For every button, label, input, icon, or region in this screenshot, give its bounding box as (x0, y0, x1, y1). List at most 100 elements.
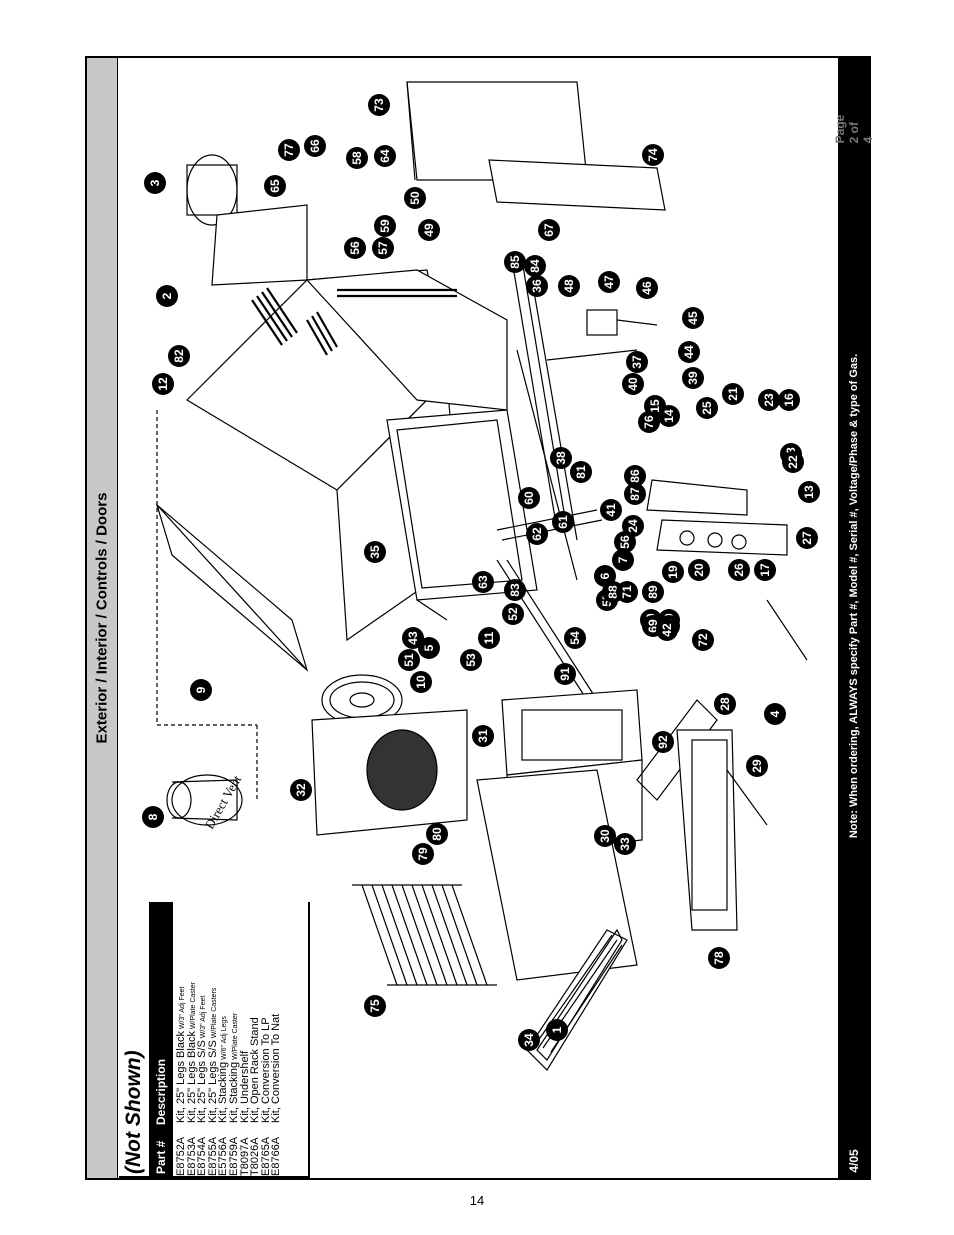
revision-date: 4/05 (846, 1149, 861, 1173)
callout-17: 17 (754, 559, 776, 581)
svg-text:80: 80 (430, 827, 444, 841)
callout-92: 92 (652, 731, 674, 753)
svg-text:51: 51 (402, 653, 416, 667)
svg-text:75: 75 (368, 999, 382, 1013)
callout-56: 56 (344, 237, 366, 259)
callout-60: 60 (518, 487, 540, 509)
svg-text:6: 6 (598, 572, 612, 579)
callout-49: 49 (418, 219, 440, 241)
callout-2: 2 (156, 285, 178, 307)
callout-91: 91 (554, 663, 576, 685)
svg-text:79: 79 (416, 847, 430, 861)
svg-text:22: 22 (786, 455, 800, 469)
callout-1: 1 (546, 1019, 568, 1041)
callout-5: 5 (418, 637, 440, 659)
callout-62: 62 (526, 523, 548, 545)
section-heading-bar: Exterior / Interior / Controls / Doors (87, 58, 118, 1178)
svg-text:61: 61 (556, 515, 570, 529)
callout-47: 47 (598, 271, 620, 293)
svg-text:71: 71 (620, 585, 634, 599)
callout-59: 59 (374, 215, 396, 237)
svg-text:91: 91 (558, 667, 572, 681)
callout-77: 77 (278, 139, 300, 161)
svg-text:83: 83 (508, 583, 522, 597)
callout-22: 22 (782, 451, 804, 473)
svg-text:82: 82 (172, 349, 186, 363)
callout-9: 9 (190, 679, 212, 701)
callout-51: 51 (398, 649, 420, 671)
svg-text:54: 54 (568, 631, 582, 645)
svg-text:28: 28 (718, 697, 732, 711)
svg-text:72: 72 (696, 633, 710, 647)
svg-text:30: 30 (598, 829, 612, 843)
callout-39: 39 (682, 367, 704, 389)
svg-text:1: 1 (550, 1026, 564, 1033)
callout-26: 26 (728, 559, 750, 581)
callout-3: 3 (144, 172, 166, 194)
callout-42: 42 (656, 619, 678, 641)
callout-37: 37 (626, 351, 648, 373)
callout-78: 78 (708, 947, 730, 969)
callout-85: 85 (504, 251, 526, 273)
svg-text:9: 9 (194, 686, 208, 693)
callout-76: 76 (638, 411, 660, 433)
callout-28: 28 (714, 693, 736, 715)
callout-35: 35 (364, 541, 386, 563)
svg-text:43: 43 (406, 631, 420, 645)
callout-63: 63 (472, 571, 494, 593)
svg-text:8: 8 (146, 813, 160, 820)
svg-text:26: 26 (732, 563, 746, 577)
svg-text:74: 74 (646, 148, 660, 162)
callout-58: 58 (346, 147, 368, 169)
svg-text:77: 77 (282, 143, 296, 157)
svg-text:62: 62 (530, 527, 544, 541)
svg-text:39: 39 (686, 371, 700, 385)
callout-75: 75 (364, 995, 386, 1017)
callout-56: 56 (614, 531, 636, 553)
svg-text:45: 45 (686, 311, 700, 325)
callout-74: 74 (642, 144, 664, 166)
callout-20: 20 (688, 559, 710, 581)
svg-text:48: 48 (562, 279, 576, 293)
svg-text:21: 21 (726, 387, 740, 401)
callout-89: 89 (642, 581, 664, 603)
callout-27: 27 (796, 527, 818, 549)
svg-text:40: 40 (626, 377, 640, 391)
callout-82: 82 (168, 345, 190, 367)
svg-text:50: 50 (408, 191, 422, 205)
svg-text:42: 42 (660, 623, 674, 637)
callout-80: 80 (426, 823, 448, 845)
callout-46: 46 (636, 277, 658, 299)
callout-29: 29 (746, 755, 768, 777)
svg-text:65: 65 (268, 179, 282, 193)
svg-text:32: 32 (294, 783, 308, 797)
svg-text:49: 49 (422, 223, 436, 237)
callout-66: 66 (304, 135, 326, 157)
svg-text:63: 63 (476, 575, 490, 589)
svg-text:76: 76 (642, 415, 656, 429)
svg-text:81: 81 (574, 465, 588, 479)
callout-11: 11 (478, 627, 500, 649)
callout-32: 32 (290, 779, 312, 801)
svg-text:84: 84 (528, 259, 542, 273)
svg-text:57: 57 (376, 241, 390, 255)
svg-text:58: 58 (350, 151, 364, 165)
svg-text:47: 47 (602, 275, 616, 289)
svg-text:14: 14 (662, 409, 676, 423)
svg-text:53: 53 (464, 653, 478, 667)
callout-84: 84 (524, 255, 546, 277)
callout-33: 33 (614, 833, 636, 855)
svg-text:46: 46 (640, 281, 654, 295)
ordering-note: Note: When ordering, ALWAYS specify Part… (847, 353, 860, 838)
callout-14: 14 (658, 405, 680, 427)
callout-54: 54 (564, 627, 586, 649)
callout-72: 72 (692, 629, 714, 651)
svg-text:29: 29 (750, 759, 764, 773)
callout-36: 36 (526, 275, 548, 297)
callout-79: 79 (412, 843, 434, 865)
svg-text:87: 87 (628, 487, 642, 501)
callout-73: 73 (368, 94, 390, 116)
callout-10: 10 (410, 671, 432, 693)
